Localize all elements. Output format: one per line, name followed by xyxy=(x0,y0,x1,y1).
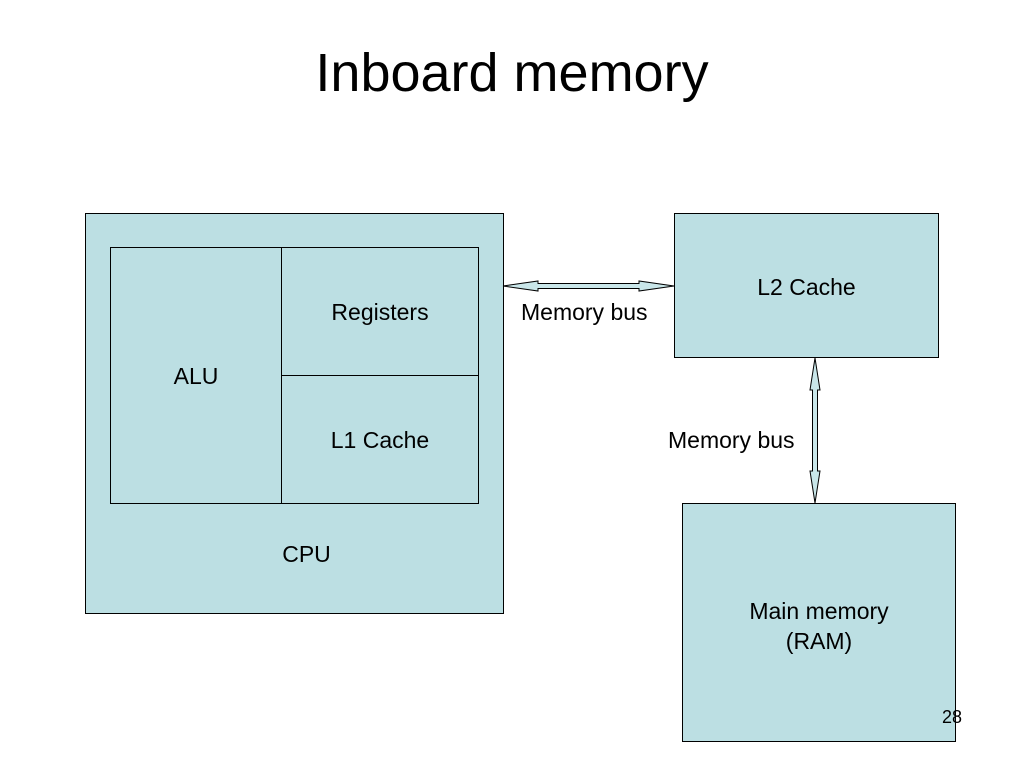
l1-cache-box: L1 Cache xyxy=(281,375,479,504)
memory-bus-arrow-vertical xyxy=(809,357,821,504)
memory-bus-arrow-horizontal xyxy=(502,280,675,292)
l2-cache-label: L2 Cache xyxy=(757,274,856,300)
slide-title: Inboard memory xyxy=(315,43,709,103)
cpu-box: ALU Registers L1 Cache CPU xyxy=(85,213,504,614)
memory-bus-label-horizontal: Memory bus xyxy=(521,299,648,325)
main-memory-label-line1: Main memory xyxy=(749,598,889,624)
l2-cache-box: L2 Cache xyxy=(674,213,939,358)
registers-box: Registers xyxy=(281,247,479,376)
l1-cache-label: L1 Cache xyxy=(330,427,430,453)
alu-label: ALU xyxy=(173,363,219,389)
main-memory-box: Main memory (RAM) xyxy=(682,503,956,742)
memory-bus-label-vertical: Memory bus xyxy=(668,427,795,453)
page-number: 28 xyxy=(941,707,962,727)
registers-label: Registers xyxy=(331,299,429,325)
cpu-label: CPU xyxy=(282,541,331,567)
alu-box: ALU xyxy=(110,247,282,504)
main-memory-label-line2: (RAM) xyxy=(785,628,853,654)
